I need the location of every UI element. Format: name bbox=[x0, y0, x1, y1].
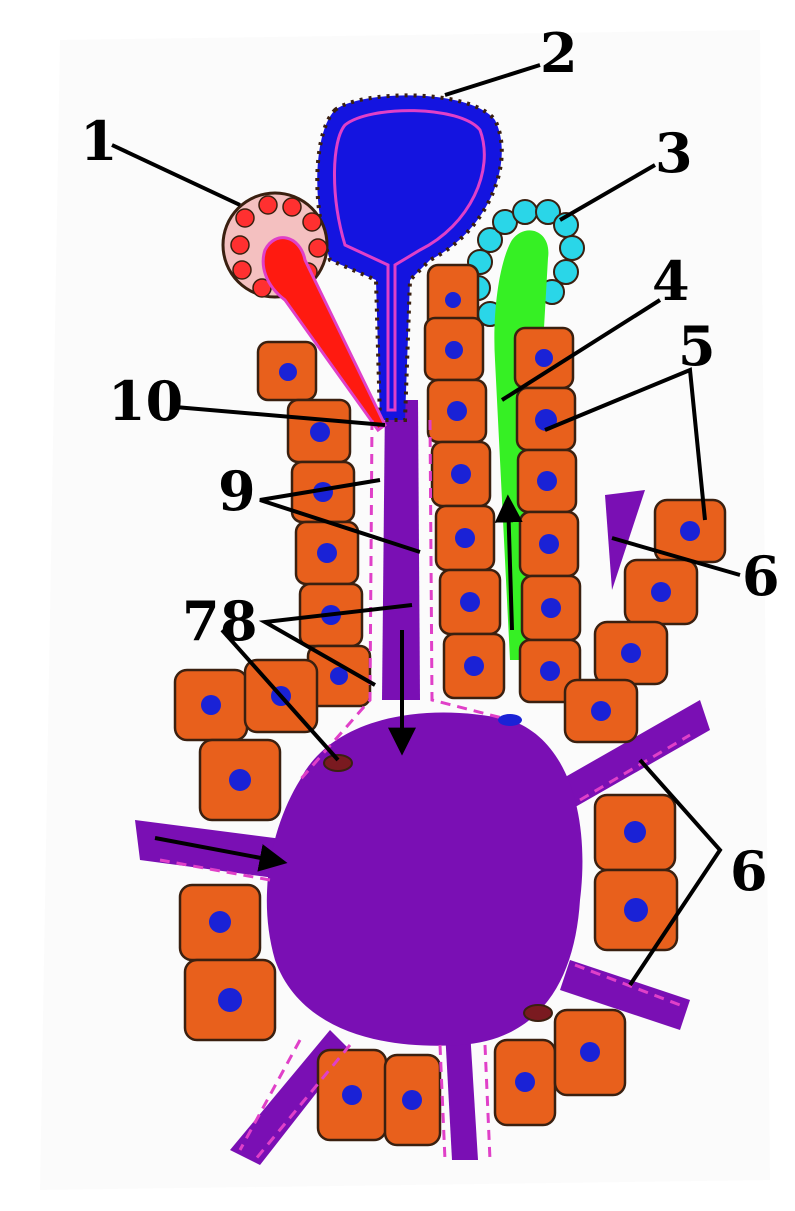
label-7: 7 bbox=[182, 589, 220, 653]
label-9: 9 bbox=[218, 459, 256, 523]
label-1: 1 bbox=[80, 109, 118, 173]
label-6-lower: 6 bbox=[730, 839, 768, 903]
label-3: 3 bbox=[655, 121, 693, 185]
label-4: 5 bbox=[678, 314, 716, 378]
label-2: 2 bbox=[540, 21, 578, 85]
label-5: 4 bbox=[652, 249, 690, 313]
label-6-upper: 6 bbox=[742, 544, 780, 608]
label-8: 8 bbox=[220, 589, 258, 653]
label-10: 10 bbox=[108, 369, 183, 433]
